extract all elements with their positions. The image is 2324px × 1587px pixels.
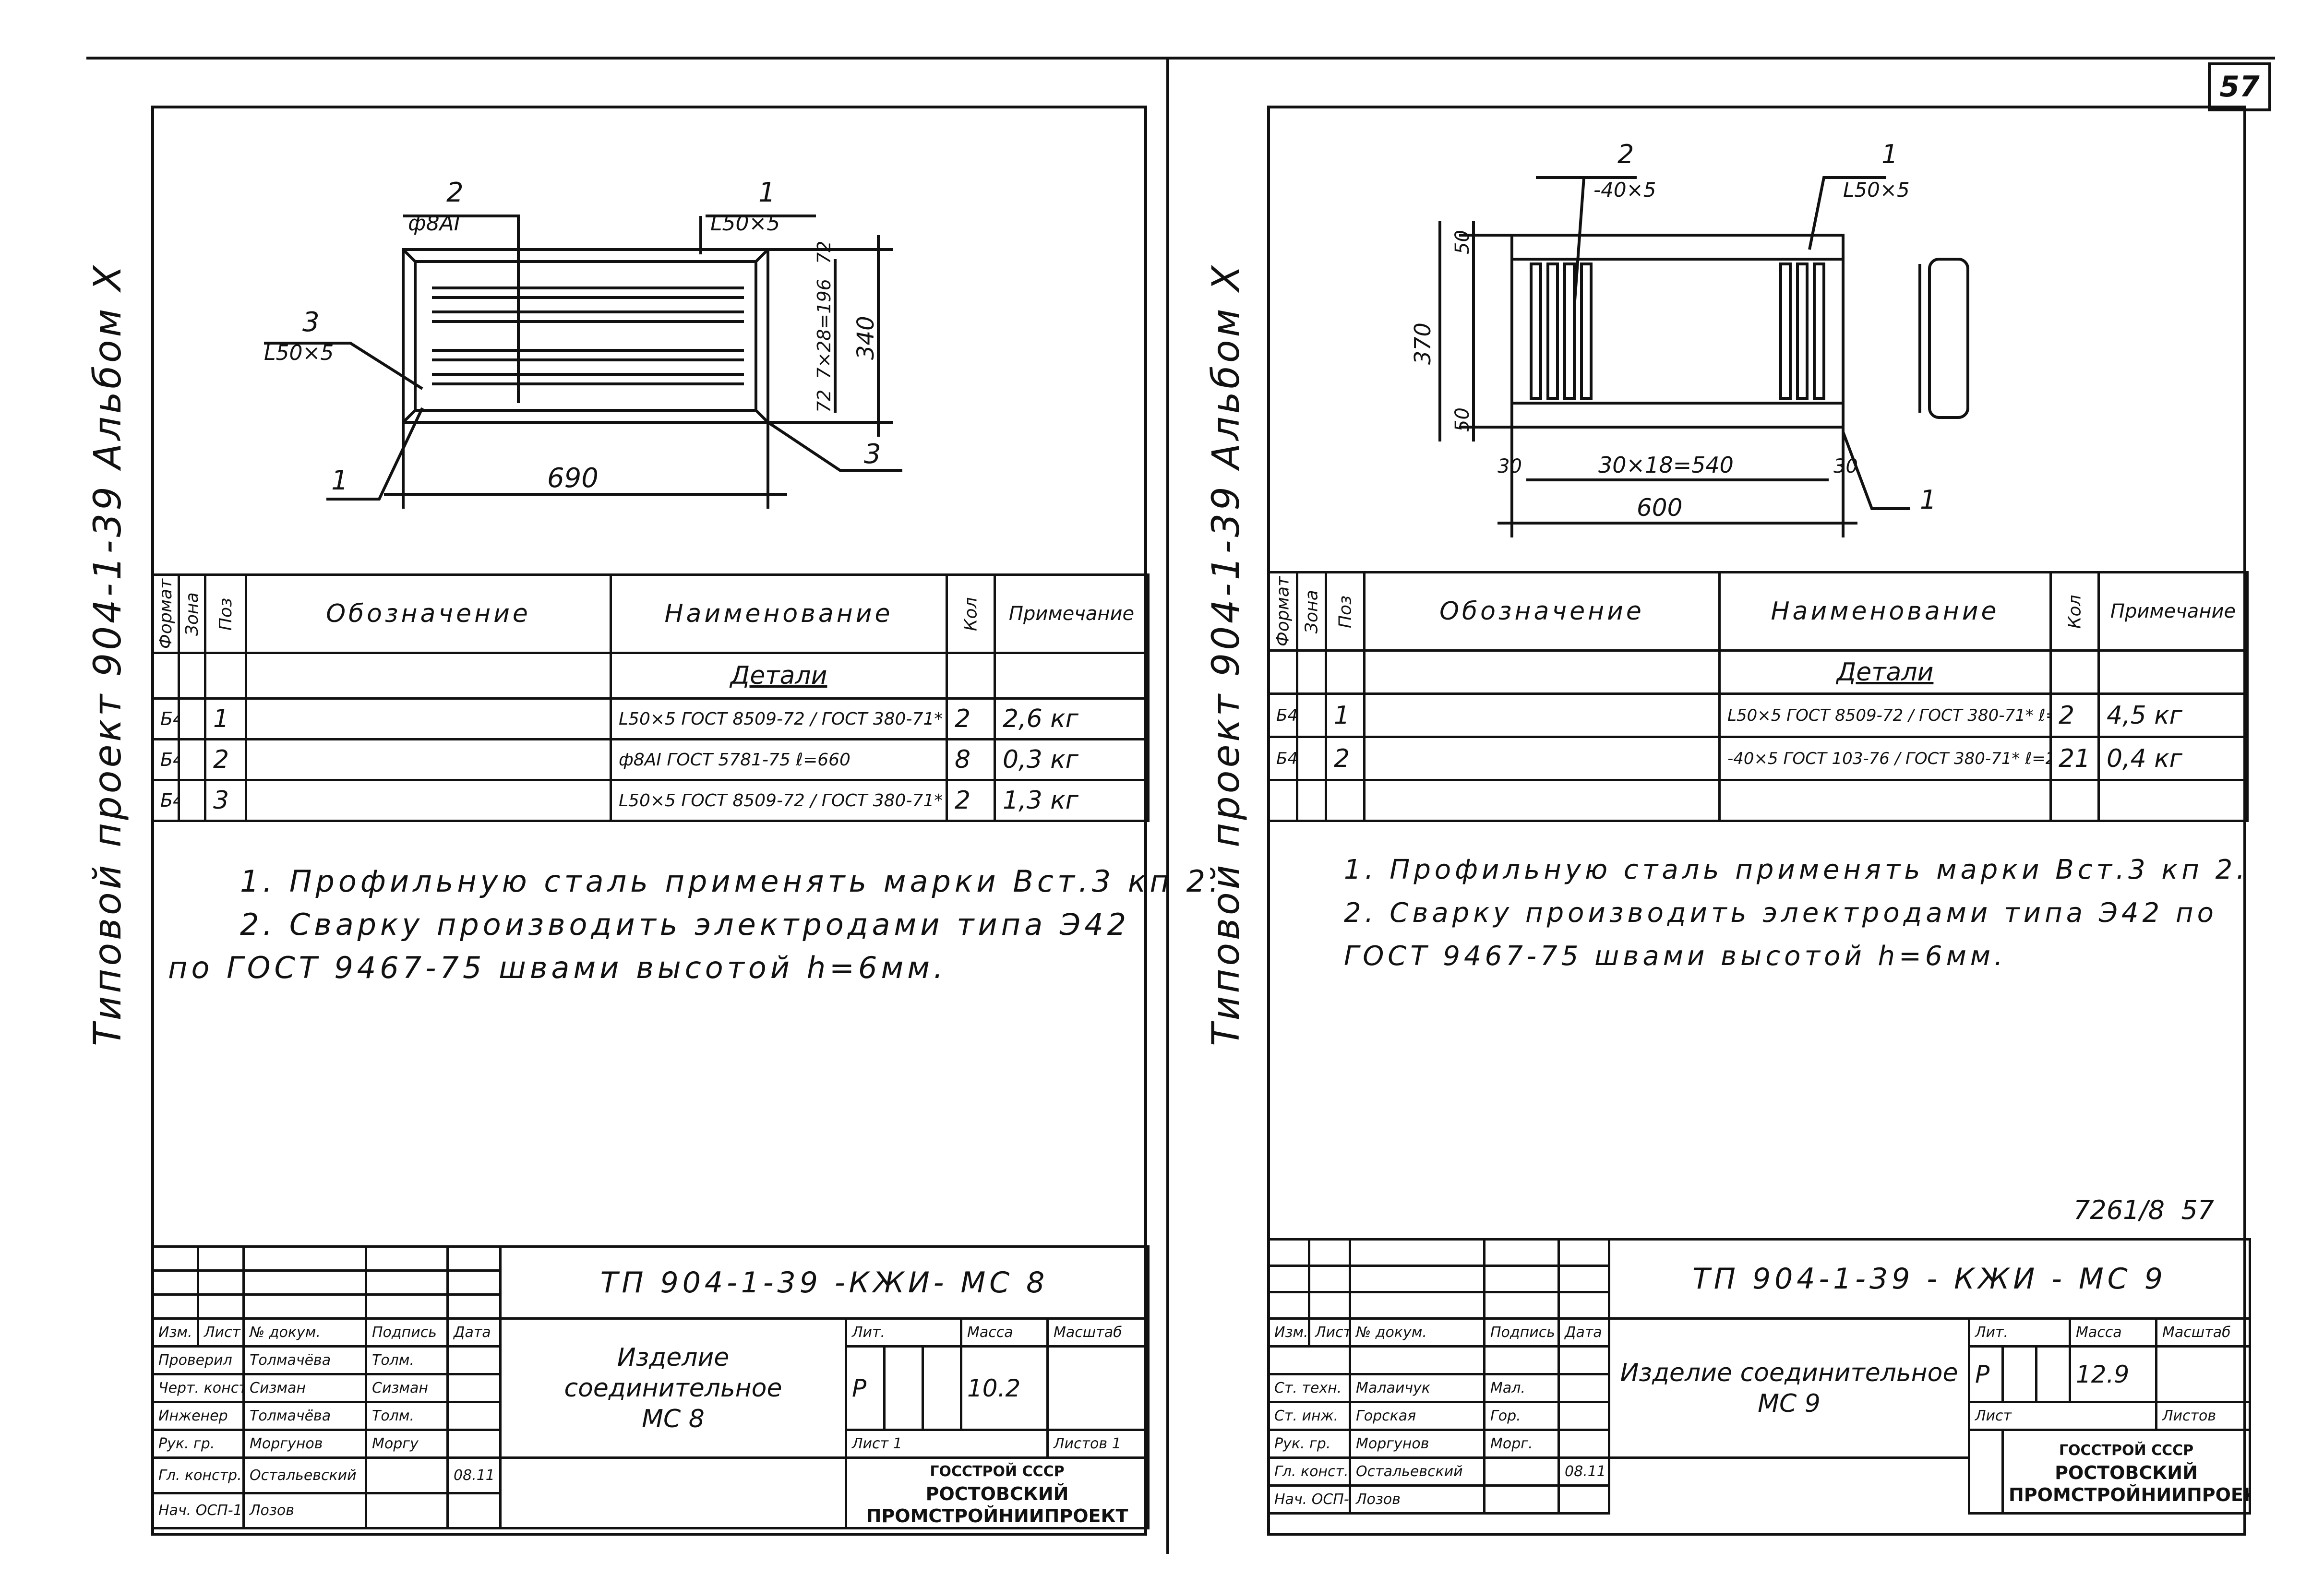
dim-600: 600 bbox=[1637, 494, 1682, 522]
dim-30-left: 30 bbox=[1497, 455, 1522, 477]
col-name: Наименование bbox=[1718, 571, 2052, 652]
col-zone: Зона bbox=[179, 574, 205, 653]
col-pos: Поз bbox=[205, 574, 246, 653]
table-row: Б4 1 L50×5 ГОСТ 8509-72 / ГОСТ 380-71* ℓ… bbox=[151, 697, 1150, 741]
dim-50-top: 50 bbox=[1451, 230, 1473, 254]
left-title-block: ТП 904-1-39 -КЖИ- МС 8 Изм.Лист № докум.… bbox=[151, 1245, 1150, 1529]
right-note-3: ГОСТ 9467-75 швами высотой h=6мм. bbox=[1344, 941, 2007, 972]
dim-50-bottom: 50 bbox=[1451, 407, 1473, 432]
right-product-name: Изделие соединительное bbox=[1620, 1358, 1958, 1387]
frame-inner bbox=[414, 260, 757, 412]
callout-3-right: 3 bbox=[864, 439, 881, 470]
frame-outer bbox=[402, 248, 769, 424]
dim-30-right: 30 bbox=[1833, 455, 1858, 477]
right-side-text: Типовой проект 904-1-39 Альбом X bbox=[1205, 263, 1248, 1046]
col-pos: Поз bbox=[1326, 572, 1365, 651]
top-border-line bbox=[86, 57, 2275, 60]
section-angle: L50×5 bbox=[1843, 178, 1910, 202]
left-drawing-mc8: 2 1 3 1 3 ф8АI L50×5 L50×5 690 340 7×28=… bbox=[264, 177, 902, 509]
section-title: Детали bbox=[1718, 649, 2052, 695]
left-mass: 10.2 bbox=[960, 1345, 1049, 1431]
dim-540: 30×18=540 bbox=[1598, 452, 1734, 478]
dim-340: 340 bbox=[852, 316, 879, 360]
callout-2: 2 bbox=[1617, 139, 1634, 169]
col-qty: Кол bbox=[946, 574, 995, 653]
col-zone: Зона bbox=[1297, 572, 1326, 651]
frame-outer bbox=[1510, 234, 1845, 429]
right-title-block: ТП 904-1-39 - КЖИ - МС 9 Изм.Лист № доку… bbox=[1267, 1238, 2252, 1515]
table-row: Б4 1 L50×5 ГОСТ 8509-72 / ГОСТ 380-71* ℓ… bbox=[1267, 692, 2249, 739]
left-product-name: Изделие соединительное bbox=[564, 1343, 782, 1403]
right-note-1: 1. Профильную сталь применять марки Вст.… bbox=[1344, 854, 2249, 885]
left-spec-table: Формат Зона Поз Обозначение Наименование… bbox=[151, 573, 1150, 823]
page-number-box: 57 bbox=[2208, 62, 2271, 111]
callout-1-bottom: 1 bbox=[331, 465, 348, 496]
callout-3-left: 3 bbox=[302, 307, 320, 338]
dim-370: 370 bbox=[1410, 322, 1436, 365]
left-note-3: по ГОСТ 9467-75 швами высотой h=6мм. bbox=[168, 950, 947, 985]
col-qty: Кол bbox=[2050, 572, 2099, 651]
col-note: Примечание bbox=[994, 573, 1150, 655]
right-organization: ГОССТРОЙ СССР РОСТОВСКИЙ ПРОМСТРОЙНИИПРО… bbox=[2001, 1429, 2252, 1515]
right-note-2: 2. Сварку производить электродами типа Э… bbox=[1344, 897, 2217, 929]
right-product-code: МС 9 bbox=[1758, 1389, 1821, 1418]
side-view bbox=[1928, 258, 1969, 419]
table-row: Б4 3 L50×5 ГОСТ 8509-72 / ГОСТ 380-71* ℓ… bbox=[151, 779, 1150, 823]
callout-1-bottom: 1 bbox=[1920, 485, 1936, 515]
right-spec-table: Формат Зона Поз Обозначение Наименование… bbox=[1267, 571, 2249, 823]
col-note: Примечание bbox=[2097, 571, 2249, 652]
right-mass: 12.9 bbox=[2069, 1345, 2157, 1403]
dim-72-top: 72 bbox=[814, 241, 835, 264]
col-format: Формат bbox=[1268, 572, 1297, 651]
left-organization: ГОССТРОЙ СССР РОСТОВСКИЙ ПРОМСТРОЙНИИПРО… bbox=[844, 1456, 1150, 1529]
table-row: Б4 2 -40×5 ГОСТ 103-76 / ГОСТ 380-71* ℓ=… bbox=[1267, 736, 2249, 782]
left-note-1: 1. Профильную сталь применять марки Вст.… bbox=[240, 864, 1222, 899]
col-name: Наименование bbox=[610, 573, 948, 655]
callout-1-top: 1 bbox=[758, 177, 776, 208]
dim-690: 690 bbox=[547, 463, 599, 494]
left-side-text: Типовой проект 904-1-39 Альбом X bbox=[86, 263, 130, 1046]
section-strip: -40×5 bbox=[1593, 178, 1656, 202]
col-format: Формат bbox=[152, 574, 179, 653]
callout-1-top: 1 bbox=[1881, 139, 1898, 169]
archive-number: 7261/8 57 bbox=[2073, 1195, 2215, 1225]
dim-72-bottom: 72 bbox=[814, 390, 835, 413]
table-row: Б4 2 ф8АI ГОСТ 5781-75 ℓ=660 80,3 кг bbox=[151, 738, 1150, 782]
callout-2: 2 bbox=[446, 177, 464, 208]
right-document-code: ТП 904-1-39 - КЖИ - МС 9 bbox=[1607, 1238, 2252, 1320]
center-divider-line bbox=[1166, 57, 1169, 1554]
page-number: 57 bbox=[2219, 70, 2260, 104]
section-title: Детали bbox=[610, 652, 948, 700]
left-product-code: МС 8 bbox=[642, 1404, 705, 1433]
dim-196: 7×28=196 bbox=[814, 279, 835, 379]
col-designation: Обозначение bbox=[245, 573, 612, 655]
col-designation: Обозначение bbox=[1363, 571, 1721, 652]
section-angle-top: L50×5 bbox=[710, 211, 780, 236]
left-document-code: ТП 904-1-39 -КЖИ- МС 8 bbox=[499, 1245, 1150, 1320]
section-angle-left: L50×5 bbox=[264, 341, 334, 365]
section-rebar: ф8АI bbox=[408, 211, 460, 236]
left-note-2: 2. Сварку производить электродами типа Э… bbox=[240, 907, 1130, 942]
right-drawing-mc9: 2 1 1 -40×5 L50×5 370 50 50 30 30×18=540… bbox=[1410, 139, 1969, 537]
